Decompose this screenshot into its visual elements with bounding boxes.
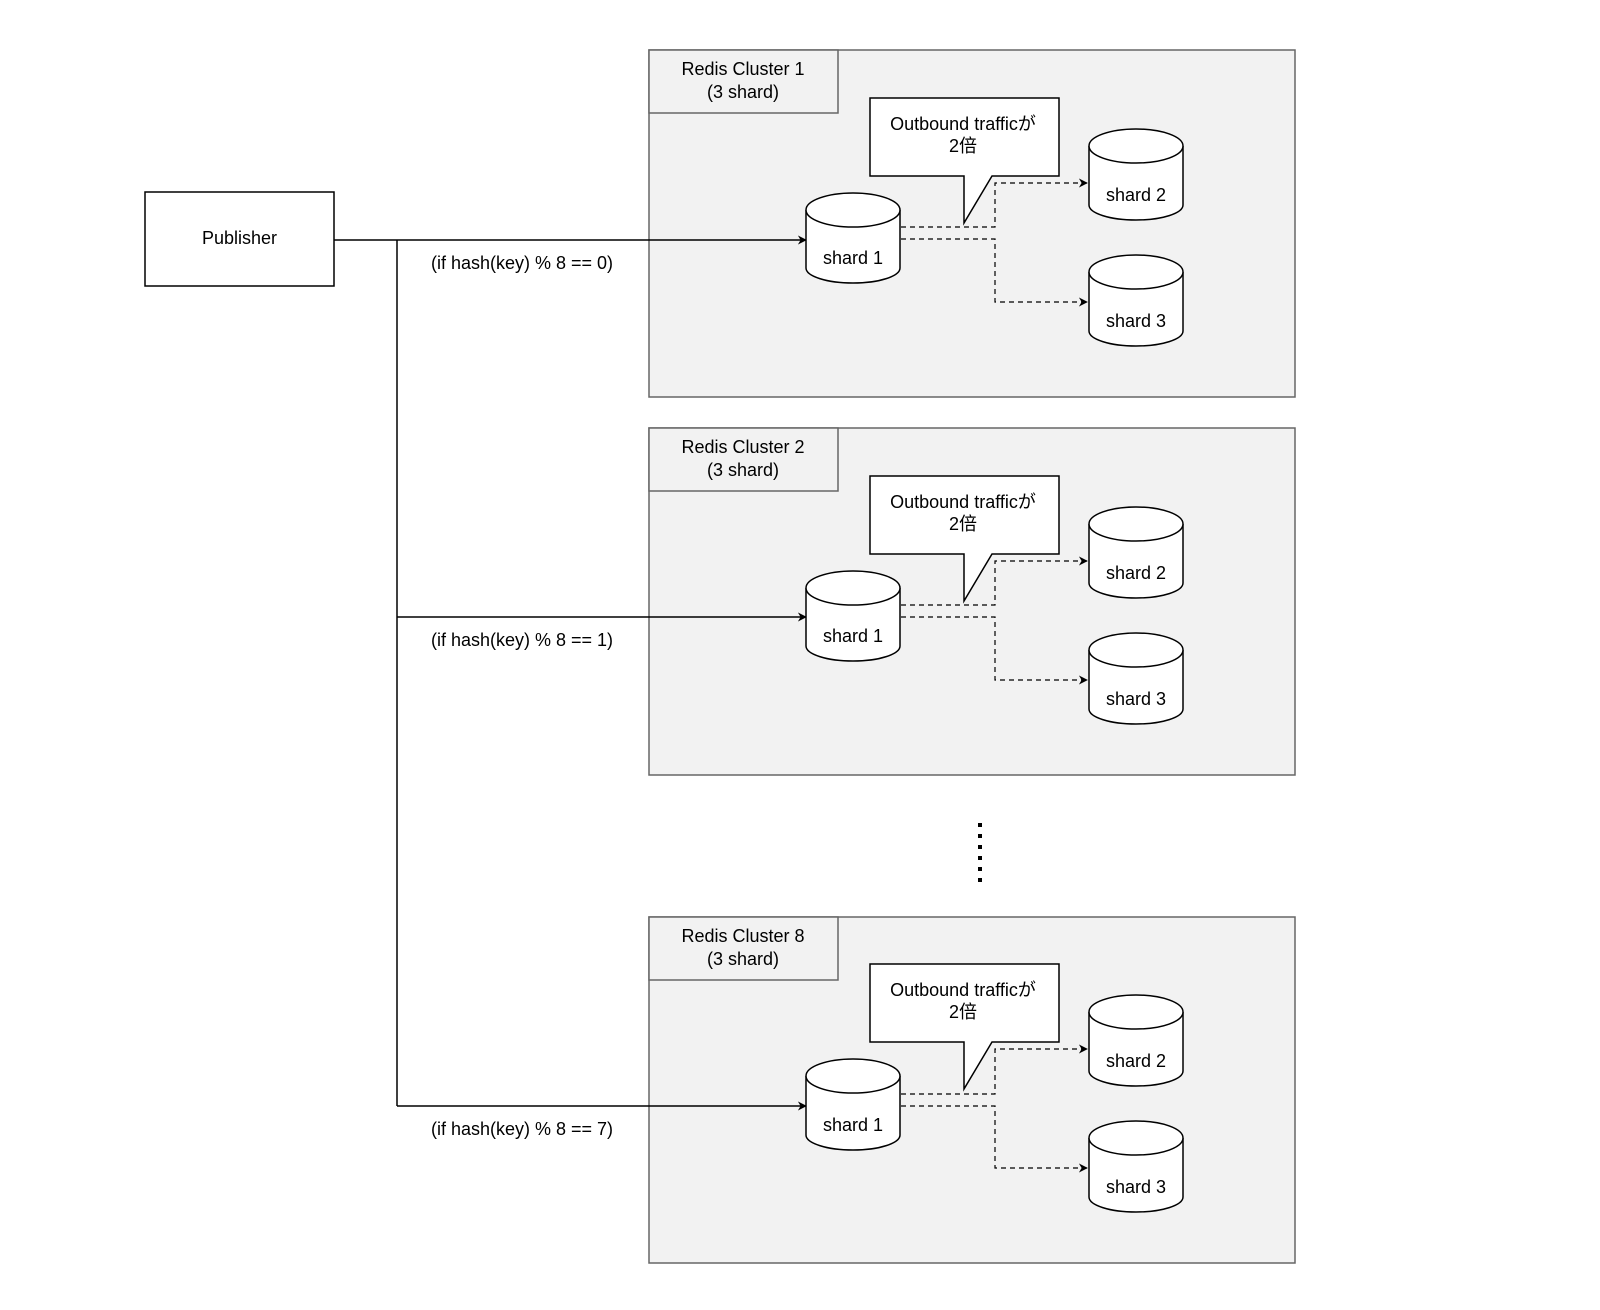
cluster-title-box <box>648 916 839 981</box>
redis-cluster: Redis Cluster 8 (3 shard) (if hash(key) … <box>397 916 1296 1264</box>
outbound-traffic-callout <box>869 97 1060 226</box>
outbound-traffic-callout <box>869 475 1060 604</box>
cluster-shard-count: (3 shard) <box>707 460 779 480</box>
cluster-title: Redis Cluster 8 <box>681 926 804 946</box>
shard-label: shard 3 <box>1106 311 1166 331</box>
shard-node[interactable]: shard 3 <box>1088 1120 1184 1213</box>
outbound-traffic-callout <box>869 963 1060 1092</box>
cluster-title-box <box>648 427 839 492</box>
shard-node[interactable]: shard 1 <box>805 570 901 662</box>
route-condition-label: (if hash(key) % 8 == 0) <box>431 253 613 273</box>
callout-text: 2倍 <box>949 1002 977 1022</box>
route-condition-label: (if hash(key) % 8 == 1) <box>431 630 613 650</box>
redis-cluster: Redis Cluster 2 (3 shard) (if hash(key) … <box>397 427 1296 776</box>
route-condition-label: (if hash(key) % 8 == 7) <box>431 1119 613 1139</box>
cluster-title: Redis Cluster 2 <box>681 437 804 457</box>
callout-text: 2倍 <box>949 136 977 156</box>
shard-node[interactable]: shard 3 <box>1088 632 1184 725</box>
callout-text: Outbound trafficが <box>890 114 1036 134</box>
shard-label: shard 2 <box>1106 1051 1166 1071</box>
callout-text: Outbound trafficが <box>890 980 1036 1000</box>
replication-link <box>901 1044 1088 1095</box>
cluster-shard-count: (3 shard) <box>707 949 779 969</box>
shard-label: shard 1 <box>823 248 883 268</box>
redis-cluster: Redis Cluster 1 (3 shard) (if hash(key) … <box>397 49 1296 398</box>
shard-label: shard 3 <box>1106 1177 1166 1197</box>
replication-link <box>901 556 1088 606</box>
shard-node[interactable]: shard 2 <box>1088 994 1184 1087</box>
shard-node[interactable]: shard 1 <box>805 1058 901 1151</box>
shard-label: shard 1 <box>823 1115 883 1135</box>
replication-link <box>901 1105 1088 1173</box>
shard-node[interactable]: shard 3 <box>1088 254 1184 347</box>
replication-link <box>901 616 1088 685</box>
callout-text: 2倍 <box>949 514 977 534</box>
shard-label: shard 2 <box>1106 185 1166 205</box>
routing-trunk <box>334 239 398 1106</box>
shard-label: shard 3 <box>1106 689 1166 709</box>
shard-node[interactable]: shard 2 <box>1088 128 1184 221</box>
replication-link <box>901 178 1088 228</box>
shard-node[interactable]: shard 1 <box>805 192 901 284</box>
publisher-node[interactable]: Publisher <box>144 191 335 287</box>
cluster-title-box <box>648 49 839 114</box>
callout-text: Outbound trafficが <box>890 492 1036 512</box>
cluster-shard-count: (3 shard) <box>707 82 779 102</box>
cluster-title: Redis Cluster 1 <box>681 59 804 79</box>
publisher-label: Publisher <box>202 228 277 248</box>
shard-label: shard 2 <box>1106 563 1166 583</box>
shard-label: shard 1 <box>823 626 883 646</box>
shard-node[interactable]: shard 2 <box>1088 506 1184 599</box>
replication-link <box>901 238 1088 307</box>
